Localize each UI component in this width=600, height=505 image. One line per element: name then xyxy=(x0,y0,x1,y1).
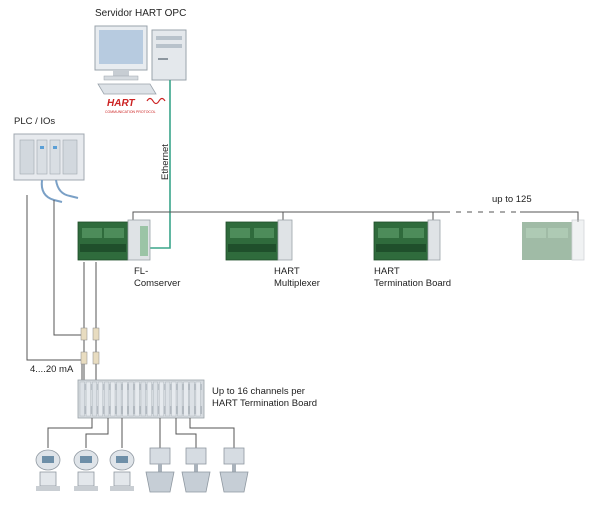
multiplexer-label-line2: Multiplexer xyxy=(274,278,320,289)
terminal-slice xyxy=(183,381,189,417)
comserver-board xyxy=(77,219,151,261)
multiplexer-board xyxy=(225,219,293,261)
ethernet-cable xyxy=(148,80,171,249)
terminal-slice xyxy=(146,381,152,417)
terminal-slice xyxy=(85,381,91,417)
transmitter-3 xyxy=(109,449,135,491)
termboard-label-line2: Termination Board xyxy=(374,278,452,289)
terminal-slice xyxy=(91,381,97,417)
additional-board-faded xyxy=(522,219,585,261)
terminal-slice xyxy=(122,381,128,417)
terminal-slice xyxy=(110,381,116,417)
termination-board xyxy=(373,219,441,261)
hart-logo-subtext: COMMUNICATION PROTOCOL xyxy=(105,110,156,114)
terminal-slice xyxy=(140,381,146,417)
channels-label-line1: Up to 16 channels per xyxy=(212,386,305,397)
up-to-125-label: up to 125 xyxy=(492,194,532,205)
valve-3 xyxy=(219,447,249,493)
multiplexer-label-line1: HART xyxy=(274,266,300,277)
opc-server-computer xyxy=(94,25,187,95)
terminal-slice xyxy=(195,381,201,417)
terminal-slice xyxy=(171,381,177,417)
terminal-slice xyxy=(189,381,195,417)
plc-device xyxy=(13,133,85,203)
terminal-slice xyxy=(165,381,171,417)
wire-connectors xyxy=(80,327,100,365)
fl-comserver-label-line2: Comserver xyxy=(134,278,181,289)
transmitter-2 xyxy=(73,449,99,491)
fl-comserver-label-line1: FL- xyxy=(134,266,149,277)
terminal-slice xyxy=(104,381,110,417)
terminal-slice xyxy=(79,381,85,417)
current-range-label: 4....20 mA xyxy=(30,364,74,375)
channels-label-line2: HART Termination Board xyxy=(212,398,318,409)
plc-label: PLC / IOs xyxy=(14,116,56,127)
terminal-slices xyxy=(79,381,201,417)
terminal-slice xyxy=(98,381,104,417)
device-wires xyxy=(47,418,235,448)
server-label: Servidor HART OPC xyxy=(95,8,187,19)
terminal-slice xyxy=(128,381,134,417)
ethernet-label: Ethernet xyxy=(160,144,171,180)
termboard-label-line1: HART xyxy=(374,266,400,277)
terminal-slice xyxy=(134,381,140,417)
hart-logo-text: HART xyxy=(107,98,135,109)
bus-lines xyxy=(132,211,579,222)
transmitter-1 xyxy=(35,449,61,491)
hart-logo xyxy=(146,97,166,105)
terminal-slice xyxy=(177,381,183,417)
terminal-slice xyxy=(159,381,165,417)
valve-1 xyxy=(145,447,175,493)
valve-2 xyxy=(181,447,211,493)
terminal-slice xyxy=(152,381,158,417)
terminal-slice xyxy=(116,381,122,417)
